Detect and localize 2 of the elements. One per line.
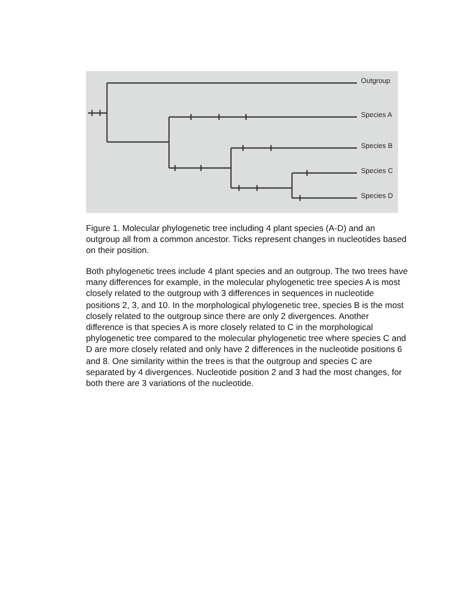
paragraph: Both phylogenetic trees include 4 plant species and an outgroup. The two trees have many differences for example, in the molecular phylogenetic tree species A is most closely related to the outgroup with 3 differences in sequences in nucleotide positions 2, 3, and 10. In the morphological phylogenetic tree, species B is the most closely related to the outgroup since there are only 2 divergences. Another difference is that species A is more closely related to C in the morphological phylogenetic tree compared to the molecular phylogenetic tree where species C and D are more closely related and only have 2 differences in the nucleotide positions 6 and 8. One similarity within the trees is that the outgroup and species C are separated by 4 divergences. Nucleotide position 2 and 3 had the most changes, for both there are 3 variations of the nucleotide. [86, 266, 408, 390]
figure-caption: Figure 1. Molecular phylogenetic tree including 4 plant species (A-D) and an outgroup all from a common ancestor. Ticks represent changes in nucleotides based on their position. [86, 223, 408, 257]
